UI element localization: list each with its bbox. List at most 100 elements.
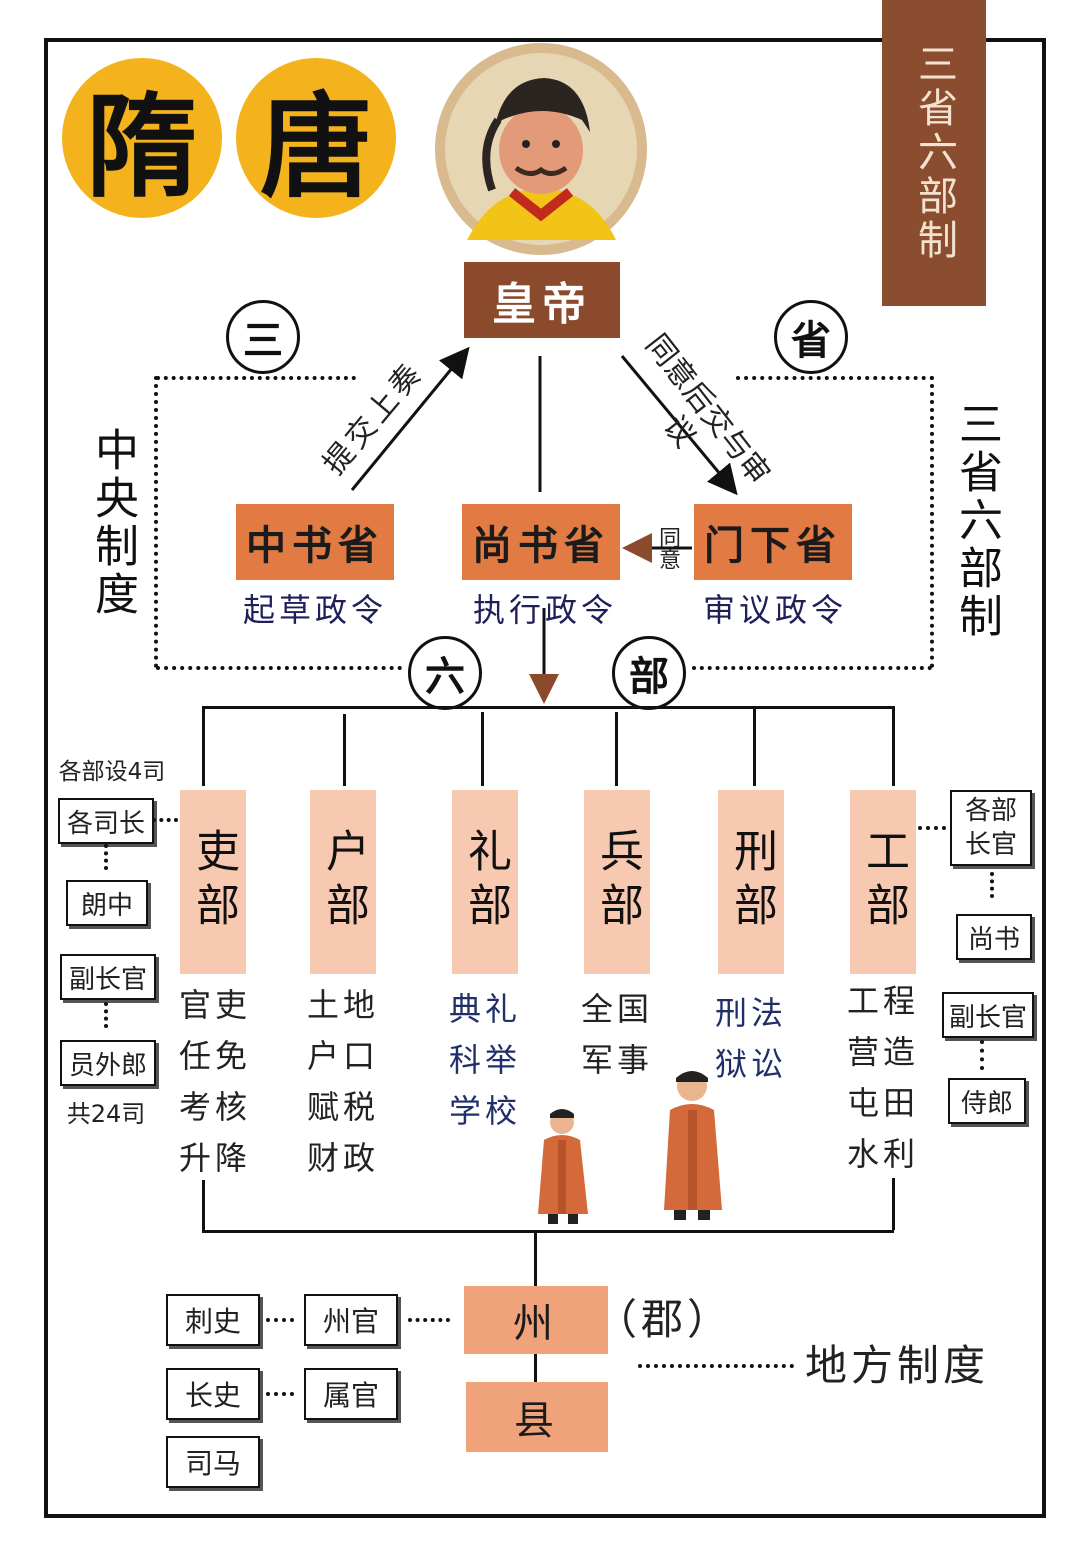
right-dots-0 [990, 872, 994, 898]
dotted-bottom-right [692, 666, 932, 670]
left-connector [152, 818, 178, 822]
left-rank-0: 各司长 [58, 798, 154, 844]
duty-item: 户口 [306, 1037, 379, 1075]
right-rank-3: 侍郎 [948, 1078, 1026, 1124]
right-dots-1 [980, 1040, 984, 1070]
dotted-bottom-left [156, 666, 402, 670]
duties-xing: 刑法 狱讼 [706, 988, 796, 1090]
duty-item: 财政 [306, 1139, 379, 1177]
duty-item: 工程 [846, 982, 919, 1020]
dots-changshi-shuguan [266, 1392, 294, 1396]
bottom-drop-left [202, 1180, 205, 1230]
left-total: 共24司 [66, 1099, 146, 1128]
dotted-right [930, 376, 934, 668]
dept-li-rites: 礼部 [452, 790, 518, 974]
dotted-top-left [156, 376, 356, 380]
official-zhouguan: 州官 [304, 1294, 398, 1346]
dept-drop-0 [202, 706, 205, 786]
right-rank-0: 各部长官 [950, 790, 1032, 866]
left-rank-2: 副长官 [60, 954, 156, 1000]
duty-item: 水利 [846, 1135, 919, 1173]
dept-gong: 工部 [850, 790, 916, 974]
official-shuguan: 属官 [304, 1368, 398, 1420]
duty-item: 任免 [178, 1037, 251, 1075]
duty-item: 土地 [306, 986, 379, 1024]
duty-item: 全国 [580, 990, 653, 1028]
official-sima: 司马 [166, 1436, 260, 1488]
zhongshu-box: 中书省 [236, 504, 394, 580]
duties-bing: 全国 军事 [572, 984, 662, 1086]
bottom-bus [202, 1230, 894, 1233]
dept-drop-1 [343, 714, 346, 786]
shangshu-duty: 执行政令 [472, 591, 617, 629]
duty-item: 典礼 [448, 990, 521, 1028]
left-dots-1 [104, 1002, 108, 1028]
duty-item: 科举 [448, 1041, 521, 1079]
dotted-top-right [736, 376, 934, 380]
diagram-frame [44, 38, 1046, 1518]
left-dots-0 [104, 844, 108, 870]
title-banner: 三省六部制 [882, 0, 986, 306]
dept-li: 吏部 [180, 790, 246, 974]
right-connector [918, 826, 946, 830]
ring-san: 三 [226, 300, 300, 374]
duties-hu: 土地 户口 赋税 财政 [298, 980, 388, 1184]
bottom-drop-right [892, 1178, 895, 1230]
dept-drop-4 [753, 706, 756, 786]
duty-item: 军事 [580, 1041, 653, 1079]
title-sui: 隋 [62, 58, 222, 218]
ring-bu: 部 [612, 636, 686, 710]
duty-item: 赋税 [306, 1088, 379, 1126]
dept-bus-top [202, 706, 894, 709]
local-system-label: 地方制度 [804, 1340, 989, 1390]
shangshu-box: 尚书省 [462, 504, 620, 580]
duty-item: 官吏 [178, 986, 251, 1024]
emperor-box: 皇帝 [464, 262, 620, 338]
dept-drop-2 [481, 712, 484, 786]
zhou-xian-line [534, 1354, 537, 1382]
dept-drop-5 [892, 706, 895, 786]
duty-item: 刑法 [714, 994, 787, 1032]
three-six-label: 三省六部制 [951, 401, 1002, 641]
zhongshu-duty: 起草政令 [242, 591, 387, 629]
jun-label: （郡） [595, 1294, 734, 1344]
official-figure-right [664, 1071, 722, 1220]
agree-label: 同意 [655, 526, 680, 570]
duty-item: 屯田 [846, 1084, 919, 1122]
central-arrows [350, 346, 738, 704]
duties-li-rites: 典礼 科举 学校 [440, 984, 530, 1137]
menxia-box: 门下省 [694, 504, 852, 580]
dept-hu: 户部 [310, 790, 376, 974]
menxia-duty: 审议政令 [702, 591, 847, 629]
left-rank-1: 朗中 [66, 880, 148, 926]
duties-gong: 工程 营造 屯田 水利 [838, 976, 928, 1180]
dept-xing: 刑部 [718, 790, 784, 974]
emperor-portrait [435, 43, 647, 255]
duty-item: 考核 [178, 1088, 251, 1126]
central-system-label: 中央制度 [87, 427, 138, 619]
dept-bing: 兵部 [584, 790, 650, 974]
duty-item: 学校 [448, 1092, 521, 1130]
official-cishi: 刺史 [166, 1294, 260, 1346]
duty-item: 营造 [846, 1033, 919, 1071]
local-dots [638, 1364, 794, 1368]
official-figure-left [538, 1109, 588, 1224]
bu-note: 各部设4司 [58, 759, 166, 785]
ring-liu: 六 [408, 636, 482, 710]
dots-cishi-zhouguan [266, 1318, 294, 1322]
title-tang: 唐 [236, 58, 396, 218]
duty-item: 狱讼 [714, 1045, 787, 1083]
duty-item: 升降 [178, 1139, 251, 1177]
official-changshi: 长史 [166, 1368, 260, 1420]
to-zhou-line [534, 1230, 537, 1286]
right-rank-1: 尚书 [956, 914, 1032, 960]
ring-sheng: 省 [774, 300, 848, 374]
left-rank-3: 员外郎 [60, 1040, 156, 1086]
dept-drop-3 [615, 712, 618, 786]
xian-box: 县 [466, 1382, 608, 1452]
dotted-left [154, 376, 158, 668]
right-rank-2: 副长官 [942, 992, 1034, 1038]
zhou-box: 州 [464, 1286, 608, 1354]
dots-zhouguan-zhou [408, 1318, 450, 1322]
duties-li: 官吏 任免 考核 升降 [170, 980, 260, 1184]
